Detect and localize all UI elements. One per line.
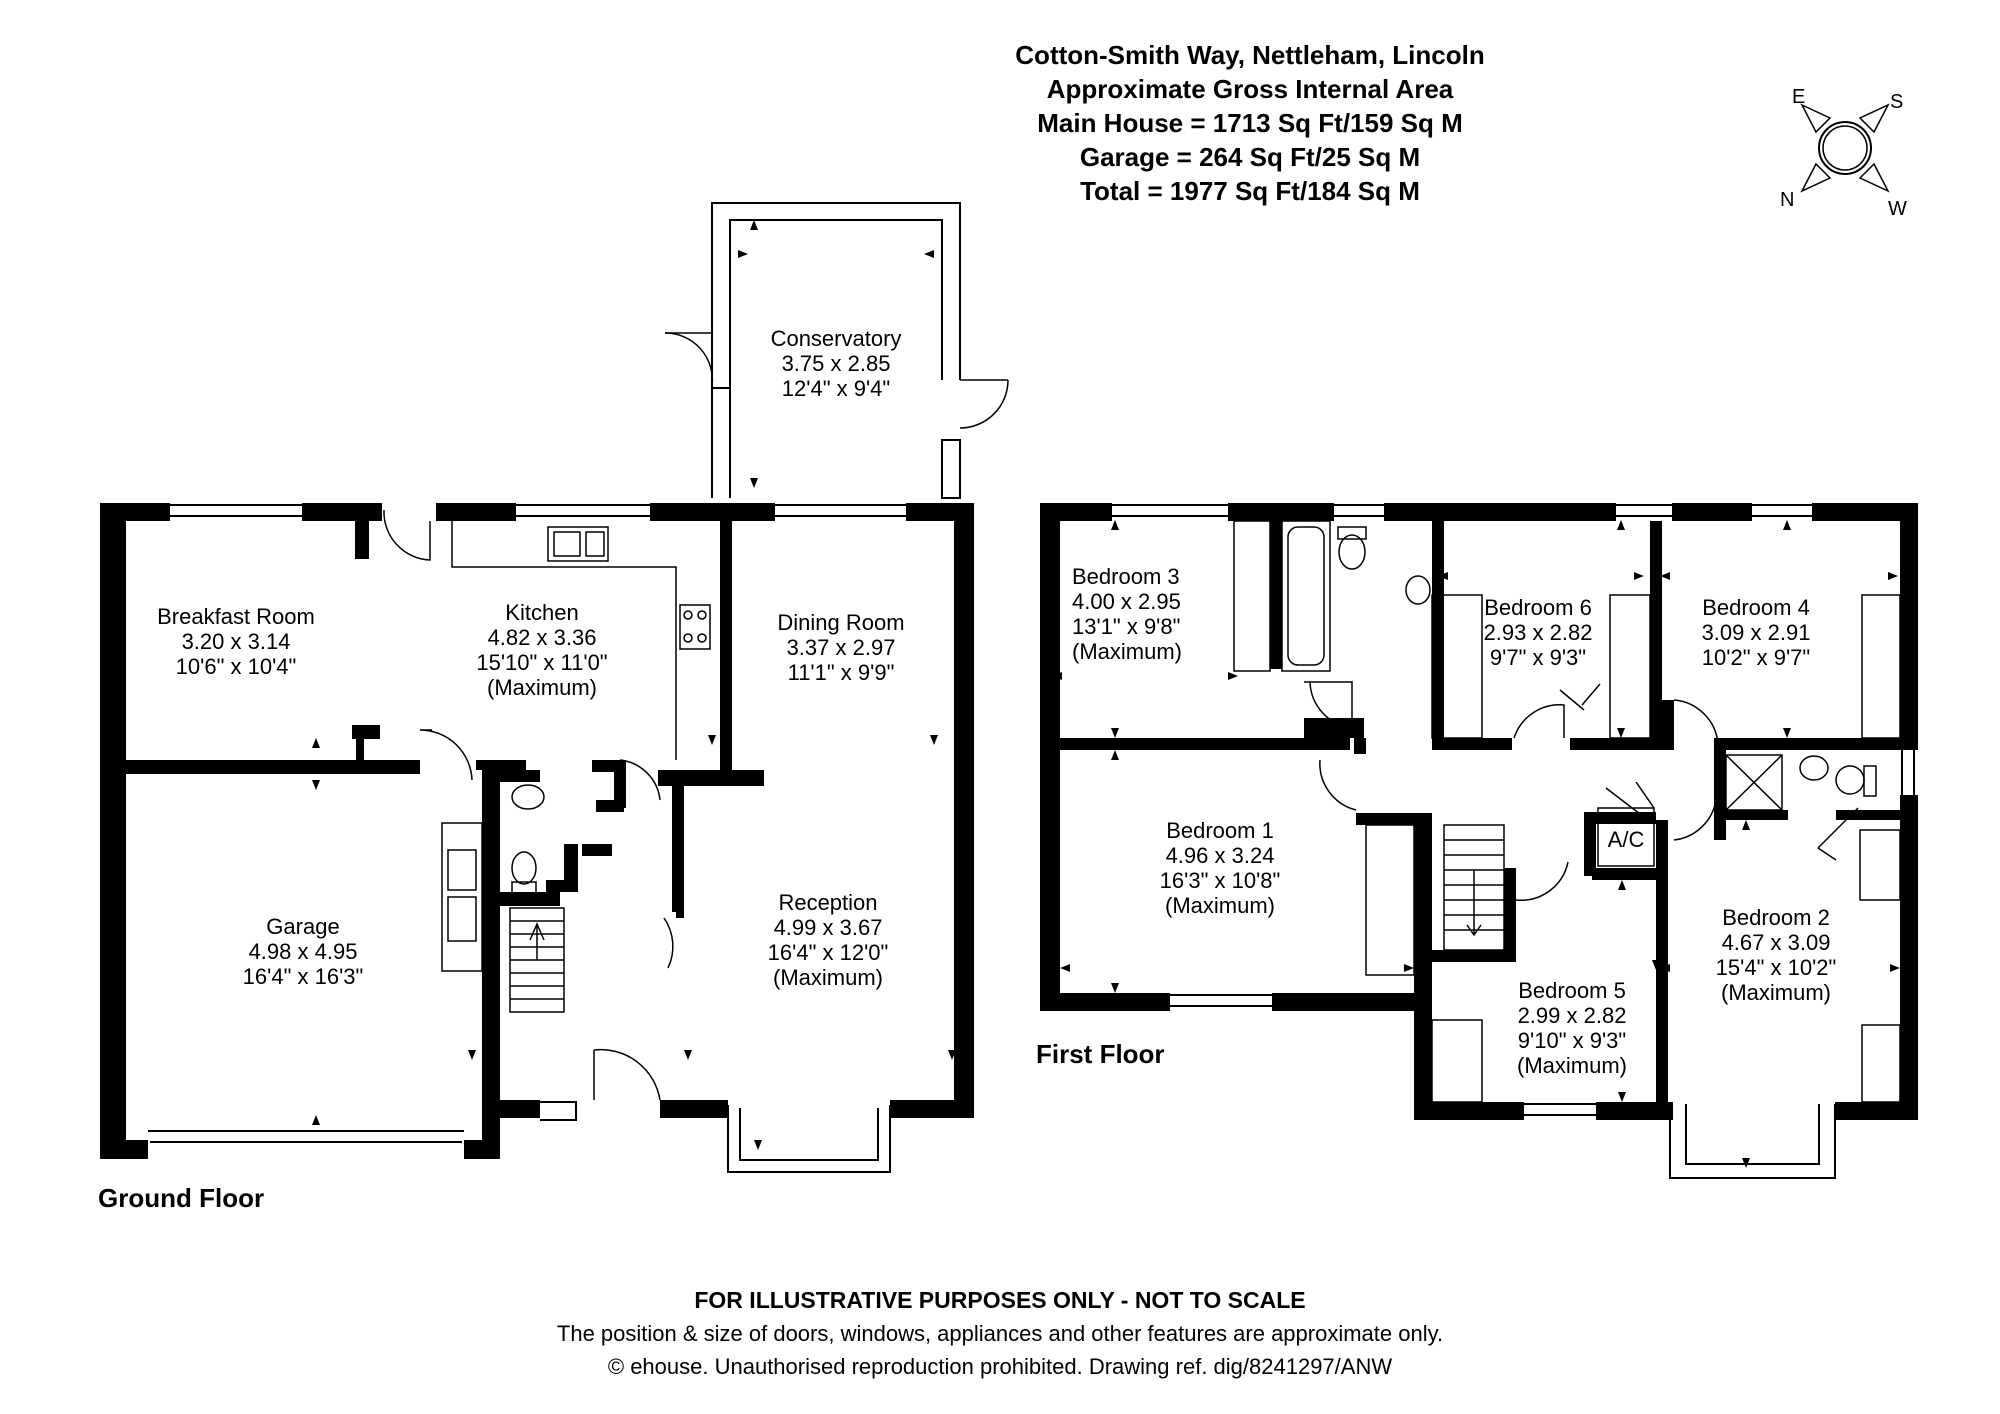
airing-cupboard (1597, 807, 1655, 867)
compass-e-label: E (1792, 86, 1805, 108)
first-fittings (1233, 520, 1901, 1103)
bed5-imperial: 9'10" x 9'3" (1518, 1028, 1626, 1053)
bed6-name: Bedroom 6 (1484, 595, 1592, 620)
conservatory-metric: 3.75 x 2.85 (782, 351, 891, 376)
wc-toilet-icon (511, 851, 537, 885)
conservatory-name: Conservatory (771, 326, 902, 351)
plan-header: Cotton-Smith Way, Nettleham, Lincoln App… (850, 38, 1650, 208)
first-doors (1304, 681, 1859, 902)
ground-outer-walls (100, 503, 974, 1159)
stairs-icon (1443, 824, 1505, 951)
first-windows (1112, 504, 1915, 1179)
bath-icon (1281, 520, 1331, 672)
compass-s-label: S (1890, 91, 1903, 113)
plan-footer: FOR ILLUSTRATIVE PURPOSES ONLY - NOT TO … (400, 1284, 1600, 1383)
bed3-note: (Maximum) (1072, 639, 1182, 664)
bed5-name: Bedroom 5 (1518, 978, 1626, 1003)
ground-floor-plan (100, 202, 1009, 1173)
first-interior-walls (1060, 521, 1918, 1102)
toilet-icon (1338, 534, 1366, 570)
bed4-name: Bedroom 4 (1702, 595, 1810, 620)
ground-utility-wc (441, 784, 565, 1013)
bed1-name: Bedroom 1 (1166, 818, 1274, 843)
bed4-imperial: 10'2" x 9'7" (1702, 645, 1810, 670)
bed1-metric: 4.96 x 3.24 (1166, 843, 1275, 868)
garage-area: Garage = 264 Sq Ft/25 Sq M (1079, 142, 1421, 172)
garage-imperial: 16'4" x 16'3" (243, 964, 364, 989)
utility-sink-icon (447, 849, 477, 891)
bed3-metric: 4.00 x 2.95 (1072, 589, 1181, 614)
main-house-area: Main House = 1713 Sq Ft/159 Sq M (1037, 108, 1463, 138)
bed1-note: (Maximum) (1165, 893, 1275, 918)
basin-icon (1405, 575, 1431, 605)
garage-name: Garage (266, 914, 339, 939)
first-floor-labels: Bedroom 6 2.93 x 2.82 9'7" x 9'3" Bedroo… (1160, 595, 1837, 1078)
breakfast-imperial: 10'6" x 10'4" (176, 654, 297, 679)
breakfast-metric: 3.20 x 3.14 (182, 629, 291, 654)
conservatory-door-left (664, 332, 714, 387)
total-area: Total = 1977 Sq Ft/184 Sq M (1080, 176, 1420, 206)
ground-dimension-ticks (118, 220, 956, 1150)
ground-interior-walls (100, 521, 764, 918)
bed1-imperial: 16'3" x 10'8" (1160, 868, 1281, 893)
ground-floor-label: Ground Floor (98, 1183, 264, 1213)
bed2-imperial: 15'4" x 10'2" (1716, 955, 1837, 980)
wc-basin-icon (511, 784, 545, 810)
room-labels: Conservatory 3.75 x 2.85 12'4" x 9'4" Br… (157, 326, 904, 990)
first-floor-labels-left: Bedroom 3 4.00 x 2.95 13'1" x 9'8" (Maxi… (1072, 564, 1182, 664)
address-title: Cotton-Smith Way, Nettleham, Lincoln (1015, 40, 1485, 70)
breakfast-name: Breakfast Room (157, 604, 315, 629)
bed2-note: (Maximum) (1721, 980, 1831, 1005)
reception-imperial: 16'4" x 12'0" (768, 940, 889, 965)
conservatory-imperial: 12'4" x 9'4" (782, 376, 890, 401)
garage-metric: 4.98 x 4.95 (249, 939, 358, 964)
first-outer-walls (1040, 503, 1918, 1120)
ground-windows (148, 504, 906, 1173)
first-floor-plan (1040, 503, 1918, 1179)
compass-n-label: N (1780, 189, 1794, 211)
ac-label: A/C (1608, 827, 1645, 852)
compass-w-label: W (1888, 198, 1907, 220)
shower-icon (1725, 754, 1783, 811)
kitchen-units (451, 521, 711, 760)
dining-imperial: 11'1" x 9'9" (788, 660, 895, 685)
bed2-name: Bedroom 2 (1722, 905, 1830, 930)
bed3-imperial: 13'1" x 9'8" (1072, 614, 1180, 639)
bed5-note: (Maximum) (1517, 1053, 1627, 1078)
reception-name: Reception (778, 890, 877, 915)
first-dimension-ticks (1052, 520, 1900, 1168)
area-heading: Approximate Gross Internal Area (1046, 74, 1454, 104)
first-floor-label: First Floor (1036, 1039, 1165, 1069)
dining-metric: 3.37 x 2.97 (787, 635, 896, 660)
kitchen-sink-icon (547, 526, 609, 562)
reception-metric: 4.99 x 3.67 (774, 915, 883, 940)
kitchen-name: Kitchen (505, 600, 578, 625)
bed6-imperial: 9'7" x 9'3" (1490, 645, 1586, 670)
ground-doors (383, 509, 674, 1101)
conservatory-door-right (959, 379, 1009, 429)
kitchen-imperial: 15'10" x 11'0" (476, 650, 607, 675)
copyright-note: © ehouse. Unauthorised reproduction proh… (607, 1354, 1393, 1379)
bed6-metric: 2.93 x 2.82 (1484, 620, 1593, 645)
scale-disclaimer: FOR ILLUSTRATIVE PURPOSES ONLY - NOT TO … (694, 1287, 1306, 1313)
bed3-name: Bedroom 3 (1072, 564, 1180, 589)
compass-icon: E S N W (1780, 86, 1907, 220)
dining-name: Dining Room (777, 610, 904, 635)
bed2-metric: 4.67 x 3.09 (1722, 930, 1831, 955)
reception-note: (Maximum) (773, 965, 883, 990)
ensuite-toilet-icon (1835, 765, 1865, 795)
approximation-note: The position & size of doors, windows, a… (556, 1321, 1444, 1346)
bed4-metric: 3.09 x 2.91 (1702, 620, 1811, 645)
hob-icon (679, 604, 711, 650)
kitchen-metric: 4.82 x 3.36 (488, 625, 597, 650)
bed5-metric: 2.99 x 2.82 (1518, 1003, 1627, 1028)
conservatory-frame (711, 202, 961, 499)
ensuite-basin-icon (1799, 755, 1829, 781)
kitchen-note: (Maximum) (487, 675, 597, 700)
